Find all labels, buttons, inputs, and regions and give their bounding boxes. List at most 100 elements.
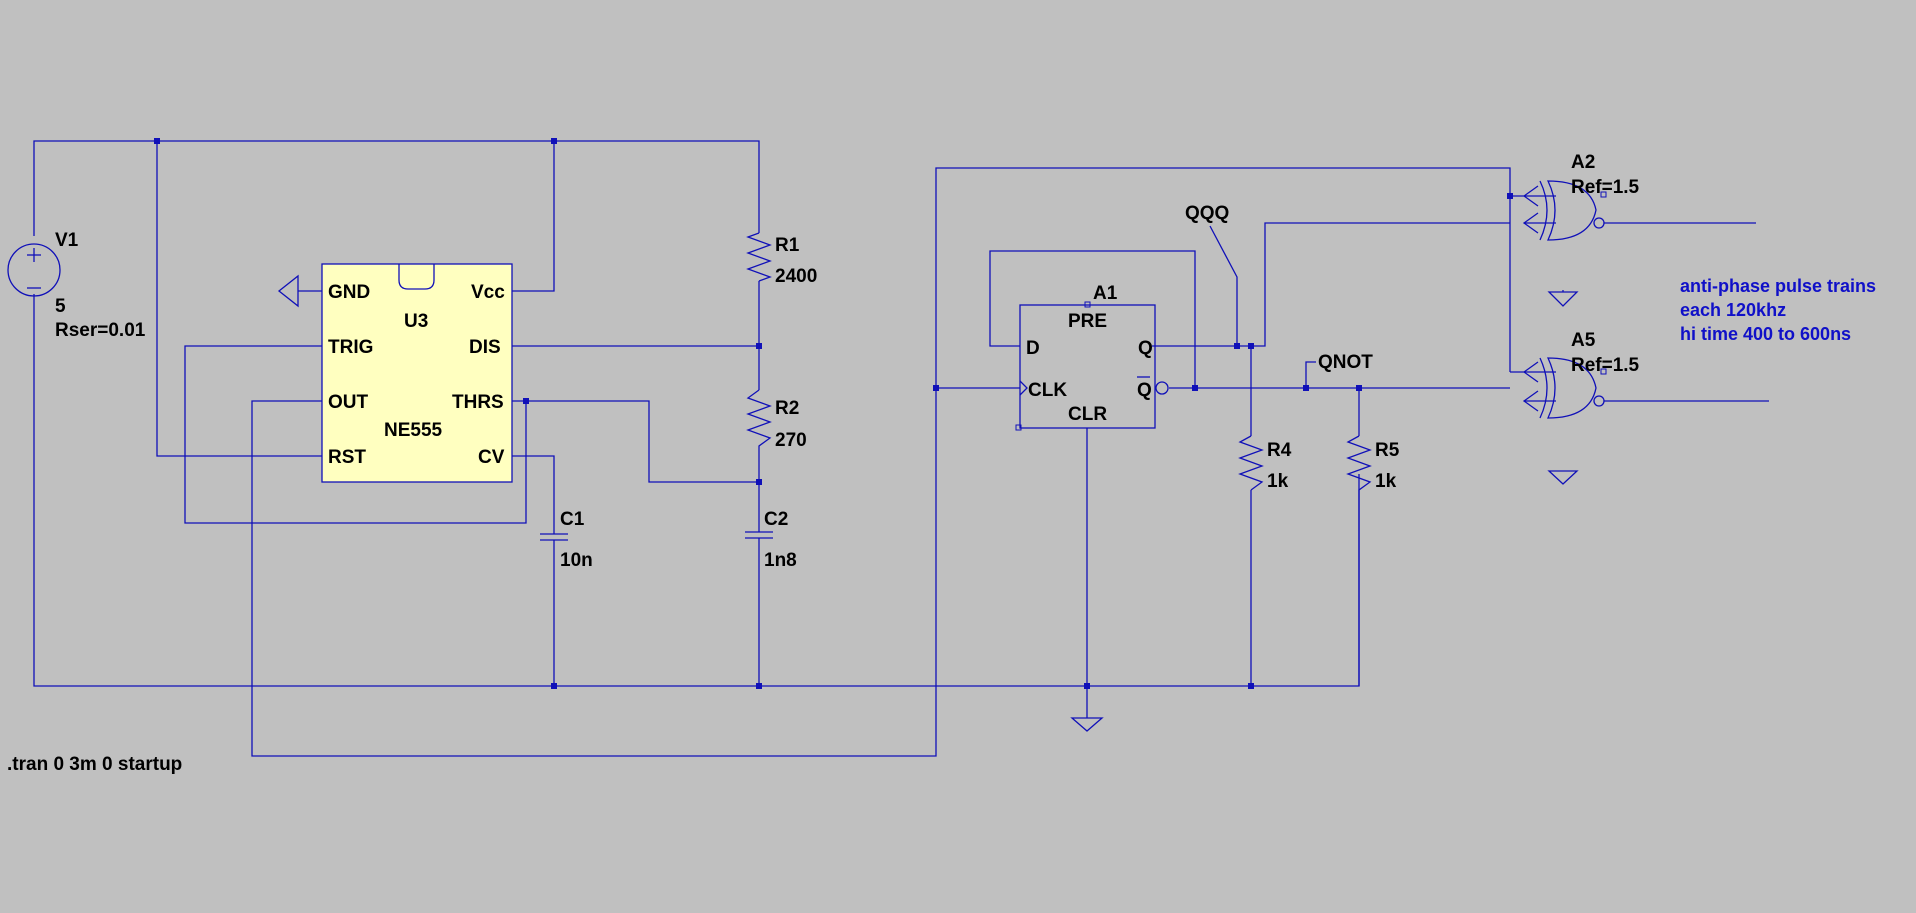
junction-dot [933,385,939,391]
wire-d-feedback[interactable] [989,250,1196,388]
junction-dot [551,683,557,689]
pin-clr-label: CLR [1068,404,1107,425]
ground-symbol [1547,290,1579,307]
r4-name: R4 [1267,440,1292,461]
junction-dot [551,138,557,144]
gate-body [1546,357,1597,419]
a1-name: A1 [1093,283,1118,304]
source-circle [7,243,61,297]
v1-param: Rser=0.01 [55,320,146,341]
junction-dot [523,398,529,404]
pin-trig-label: TRIG [328,337,373,358]
pin-d-label: D [1026,338,1040,359]
pin-clk-label: CLK [1028,380,1067,401]
u3-model: NE555 [384,420,443,441]
gate-back-curve [1539,180,1548,241]
comment-block[interactable]: anti-phase pulse trains each 120khz hi t… [1680,276,1876,344]
wire-vcc[interactable] [512,141,555,292]
pin-cv-label: CV [478,447,505,468]
logic-gate-a2[interactable]: A2 Ref=1.5 [1510,152,1640,241]
r1-value: 2400 [775,266,817,287]
resistor-r1[interactable]: R1 2400 [746,232,817,287]
gate-pin-marker [1600,368,1607,375]
pin-qbar-label: Q [1137,380,1152,401]
wire-qnot[interactable] [1305,361,1316,388]
r1-name: R1 [775,235,800,256]
r2-name: R2 [775,398,799,419]
logic-gate-a5[interactable]: A5 Ref=1.5 [1510,330,1640,419]
c1-name: C1 [560,509,585,530]
comment-line: each 120khz [1680,300,1786,320]
pin-pre-marker [1084,301,1091,308]
wire-thrs[interactable] [512,400,759,483]
pin-pre-label: PRE [1068,311,1107,332]
v1-value: 5 [55,296,66,317]
gate-input-arrows [1510,361,1556,412]
net-label-qnot[interactable]: QNOT [1318,352,1373,373]
v1-name: V1 [55,230,79,251]
inversion-bubble-icon [1593,217,1605,229]
junction-dot [1084,683,1090,689]
c2-value: 1n8 [764,550,797,571]
junction-dot [1303,385,1309,391]
r4-value: 1k [1267,471,1289,492]
pin-vcc-label: Vcc [471,282,505,303]
voltage-source-v1[interactable]: V1 5 Rser=0.01 [7,230,146,341]
junction-dot [1248,343,1254,349]
c1-value: 10n [560,550,593,571]
resistor-r2[interactable]: R2 270 [746,389,807,462]
inversion-bubble-icon [1155,381,1169,395]
net-label-qqq[interactable]: QQQ [1185,203,1229,224]
junction-dot [1234,343,1240,349]
gate-back-curve [1539,357,1548,419]
comment-line: hi time 400 to 600ns [1680,324,1851,344]
u3-name: U3 [404,311,428,332]
pin-rst-label: RST [328,447,366,468]
junction-dot [154,138,160,144]
pin-dis-label: DIS [469,337,501,358]
pin-clr-marker [1015,424,1022,431]
wires [33,140,1769,757]
junction-dot [756,343,762,349]
wire-ground-rail[interactable] [33,294,1360,687]
resistor-r4[interactable]: R4 1k [1238,435,1292,492]
wire-top-rail[interactable] [33,140,760,236]
capacitor-c2[interactable]: C2 1n8 [745,509,797,571]
r2-value: 270 [775,430,807,451]
junction-dot [1356,385,1362,391]
gate-input-arrows [1510,185,1556,234]
wire-out[interactable] [251,167,1511,757]
c2-name: C2 [764,509,788,530]
spice-directive[interactable]: .tran 0 3m 0 startup [7,754,182,775]
a5-name: A5 [1571,330,1596,351]
wire-q[interactable] [1152,222,1510,347]
ground-symbol [1547,470,1579,485]
a2-param: Ref=1.5 [1571,177,1640,198]
a5-param: Ref=1.5 [1571,355,1640,376]
ic-body [321,263,513,483]
junctions [154,138,1513,689]
wire-trig[interactable] [184,345,527,524]
junction-dot [756,479,762,485]
resistor-zigzag [746,389,772,462]
wire-rst[interactable] [156,141,322,457]
resistor-zigzag [1346,435,1372,686]
junction-dot [1192,385,1198,391]
r5-value: 1k [1375,471,1397,492]
gate-body [1546,180,1597,241]
resistor-zigzag [1238,435,1264,491]
wire-cv[interactable] [512,455,555,528]
pin-out-label: OUT [328,392,369,413]
capacitor-c1[interactable]: C1 10n [540,509,593,571]
gate-pin-marker [1600,191,1607,198]
junction-dot [756,683,762,689]
ff-body [1019,304,1156,429]
resistor-r5[interactable]: R5 1k [1346,435,1400,686]
wire-qqq[interactable] [1209,225,1238,346]
ic-notch [398,264,435,290]
flip-flop-a1[interactable]: A1 PRE D Q CLK Q CLR [1015,283,1169,431]
ic-u3-ne555[interactable]: GND Vcc U3 TRIG DIS OUT THRS NE555 RST C… [277,263,513,483]
r5-name: R5 [1375,440,1400,461]
gnd-pin [277,274,322,308]
